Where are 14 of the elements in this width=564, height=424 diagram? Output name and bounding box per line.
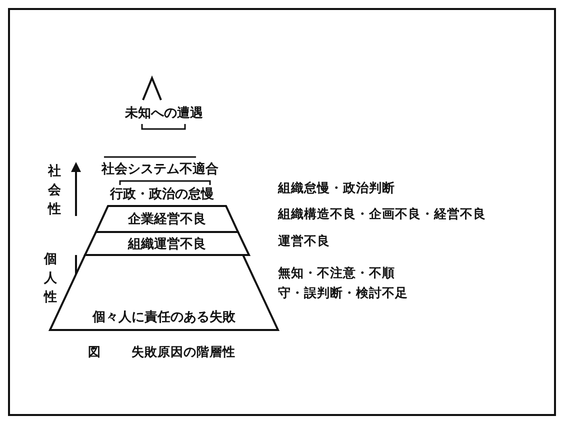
cause-note: 運営不良 <box>278 232 330 250</box>
axis-label: 社会性 <box>48 163 62 219</box>
level-label: 個々人に責任のある失敗 <box>92 309 236 326</box>
cause-note: 無知・不注意・不順守・誤判断・検討不足 <box>278 264 409 302</box>
pyramid-band <box>85 232 249 255</box>
caption: 図 失敗原因の階層性 <box>88 343 236 361</box>
level-label: 企業経営不良 <box>128 210 206 228</box>
cause-note: 組織構造不良・企画不良・経営不良 <box>278 205 486 223</box>
level-label: 社会システム不適合 <box>102 160 218 178</box>
level-label: 未知への遭遇 <box>125 105 203 122</box>
level-label: 行政・政治の怠慢 <box>110 186 214 203</box>
level-label: 組織運営不良 <box>128 236 206 252</box>
axis-label: 個人性 <box>44 251 58 307</box>
cause-note: 組織怠慢・政治判断 <box>278 179 395 197</box>
